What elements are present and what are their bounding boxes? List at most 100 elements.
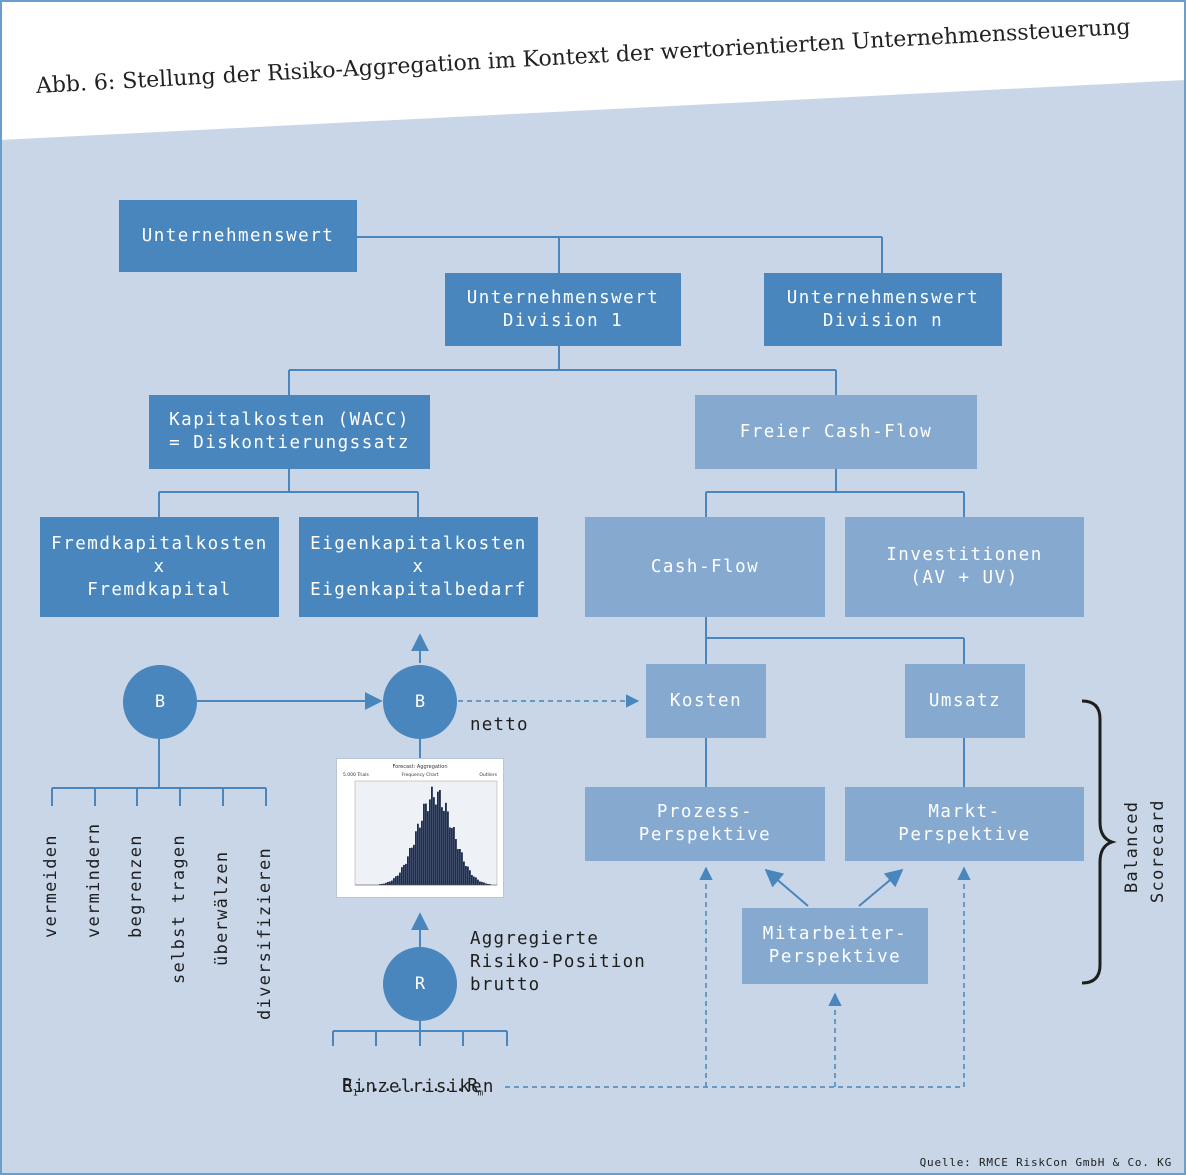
- histogram-bar: [463, 861, 465, 885]
- arrow-mitarbeiter-to-prozess: [764, 868, 809, 907]
- histogram-bar: [461, 852, 463, 885]
- eigenkapitalkosten-box: Eigenkapitalkosten x Eigenkapitalbedarf: [299, 517, 538, 617]
- histogram-bar: [399, 872, 401, 885]
- histogram-bar: [445, 802, 447, 885]
- histogram-bar: [443, 810, 445, 885]
- netto-label: netto: [470, 715, 529, 735]
- histogram-bar: [409, 848, 411, 885]
- histogram-bar: [457, 849, 459, 885]
- kosten-box: Kosten: [646, 664, 766, 738]
- histogram-bar: [379, 884, 381, 885]
- histogram-bar: [383, 883, 385, 885]
- measure-begrenzen: begrenzen: [126, 834, 146, 938]
- balanced-label: Balanced: [1122, 800, 1142, 893]
- umsatz-box: Umsatz: [905, 664, 1025, 738]
- histogram-bar: [403, 864, 405, 885]
- measure-vermeiden: vermeiden: [41, 834, 61, 938]
- r-dots: .........: [357, 1076, 468, 1096]
- r-first-subscript: 1: [352, 1088, 358, 1099]
- arrow-mitarbeiter-to-markt: [858, 868, 904, 907]
- histogram-bar: [489, 884, 491, 885]
- freier-cashflow-box: Freier Cash-Flow: [695, 395, 977, 469]
- division-n-box: Unternehmenswert Division n: [764, 273, 1002, 346]
- b-center-circle: B: [383, 665, 457, 739]
- histogram-header: Forecast: Aggregation: [392, 764, 447, 770]
- unternehmenswert-box: Unternehmenswert: [119, 200, 357, 272]
- histogram-bar: [425, 803, 427, 885]
- r-last: R: [467, 1076, 478, 1096]
- einzelrisiken-label: Einzelrisiken: [342, 1077, 495, 1097]
- histogram-bar: [471, 875, 473, 885]
- histogram-bar: [453, 827, 455, 885]
- histogram-bar: [451, 828, 453, 885]
- figure-title: Abb. 6: Stellung der Risiko-Aggregation …: [30, 15, 1170, 120]
- histogram-bar: [427, 811, 429, 885]
- r-range-label: R1.........Rm: [342, 1052, 483, 1106]
- histogram-bar: [385, 882, 387, 885]
- histogram-bar: [413, 844, 415, 885]
- histogram-bar: [449, 827, 451, 885]
- histogram-bar: [415, 831, 417, 885]
- histogram-left-caption: 5.000 Trials: [343, 772, 370, 778]
- histogram-bar: [395, 876, 397, 885]
- histogram-bar: [437, 791, 439, 885]
- scorecard-label: Scorecard: [1148, 799, 1168, 903]
- histogram-bar: [381, 883, 383, 885]
- histogram-bar: [459, 849, 461, 885]
- histogram-bar: [469, 870, 471, 885]
- histogram-bar: [477, 879, 479, 885]
- r-first: R: [342, 1076, 353, 1096]
- connector-lines: [51, 236, 965, 1046]
- histogram-bar: [431, 786, 433, 885]
- cashflow-box: Cash-Flow: [585, 517, 825, 617]
- background-panel: [0, 80, 1186, 1175]
- histogram-mid-caption: Frequency Chart: [401, 772, 438, 778]
- histogram-bar: [433, 797, 435, 885]
- dashed-arrows: [458, 694, 971, 1088]
- histogram-bar: [401, 867, 403, 885]
- markt-perspektive-box: Markt- Perspektive: [845, 787, 1084, 861]
- histogram-right-caption: Outliers: [479, 772, 497, 778]
- histogram-bar: [441, 807, 443, 885]
- histogram-bar: [465, 866, 467, 885]
- investitionen-box: Investitionen (AV + UV): [845, 517, 1084, 617]
- histogram-bar: [407, 856, 409, 885]
- histogram-bars: [379, 786, 491, 885]
- histogram-bar: [483, 882, 485, 885]
- measure-vermindern: vermindern: [84, 822, 104, 938]
- source-credit: Quelle: RMCE RiskCon GmbH & Co. KG: [919, 1156, 1172, 1169]
- histogram-bar: [435, 804, 437, 885]
- histogram-bar: [397, 875, 399, 885]
- scorecard-brace: [1081, 699, 1117, 985]
- measure-selbst-tragen: selbst tragen: [169, 834, 189, 984]
- prozess-perspektive-box: Prozess- Perspektive: [585, 787, 825, 861]
- histogram-bar: [423, 803, 425, 885]
- histogram-bar: [455, 839, 457, 885]
- histogram-bar: [429, 799, 431, 885]
- histogram-bar: [393, 878, 395, 885]
- histogram-bar: [487, 883, 489, 885]
- r-circle: R: [383, 947, 457, 1021]
- histogram-bar: [387, 881, 389, 885]
- histogram-thumbnail: Forecast: Aggregation 5.000 Trials Frequ…: [336, 758, 504, 898]
- kapitalkosten-box: Kapitalkosten (WACC) = Diskontierungssat…: [149, 395, 430, 469]
- measure-ueberwaelzen: überwälzen: [212, 850, 232, 966]
- histogram-bar: [391, 880, 393, 885]
- histogram-bar: [411, 847, 413, 885]
- histogram-bar: [389, 881, 391, 885]
- histogram-bar: [417, 823, 419, 885]
- histogram-bar: [467, 866, 469, 885]
- histogram-bar: [447, 811, 449, 885]
- histogram-bar: [473, 876, 475, 885]
- measure-diversifizieren: diversifizieren: [255, 846, 275, 1020]
- division-1-box: Unternehmenswert Division 1: [445, 273, 681, 346]
- histogram-bar: [475, 877, 477, 885]
- histogram-bar: [405, 863, 407, 885]
- fremdkapitalkosten-box: Fremdkapitalkosten x Fremdkapital: [40, 517, 279, 617]
- histogram-bar: [439, 790, 441, 885]
- r-last-subscript: m: [477, 1088, 484, 1099]
- histogram-bar: [479, 881, 481, 885]
- histogram-bar: [481, 881, 483, 885]
